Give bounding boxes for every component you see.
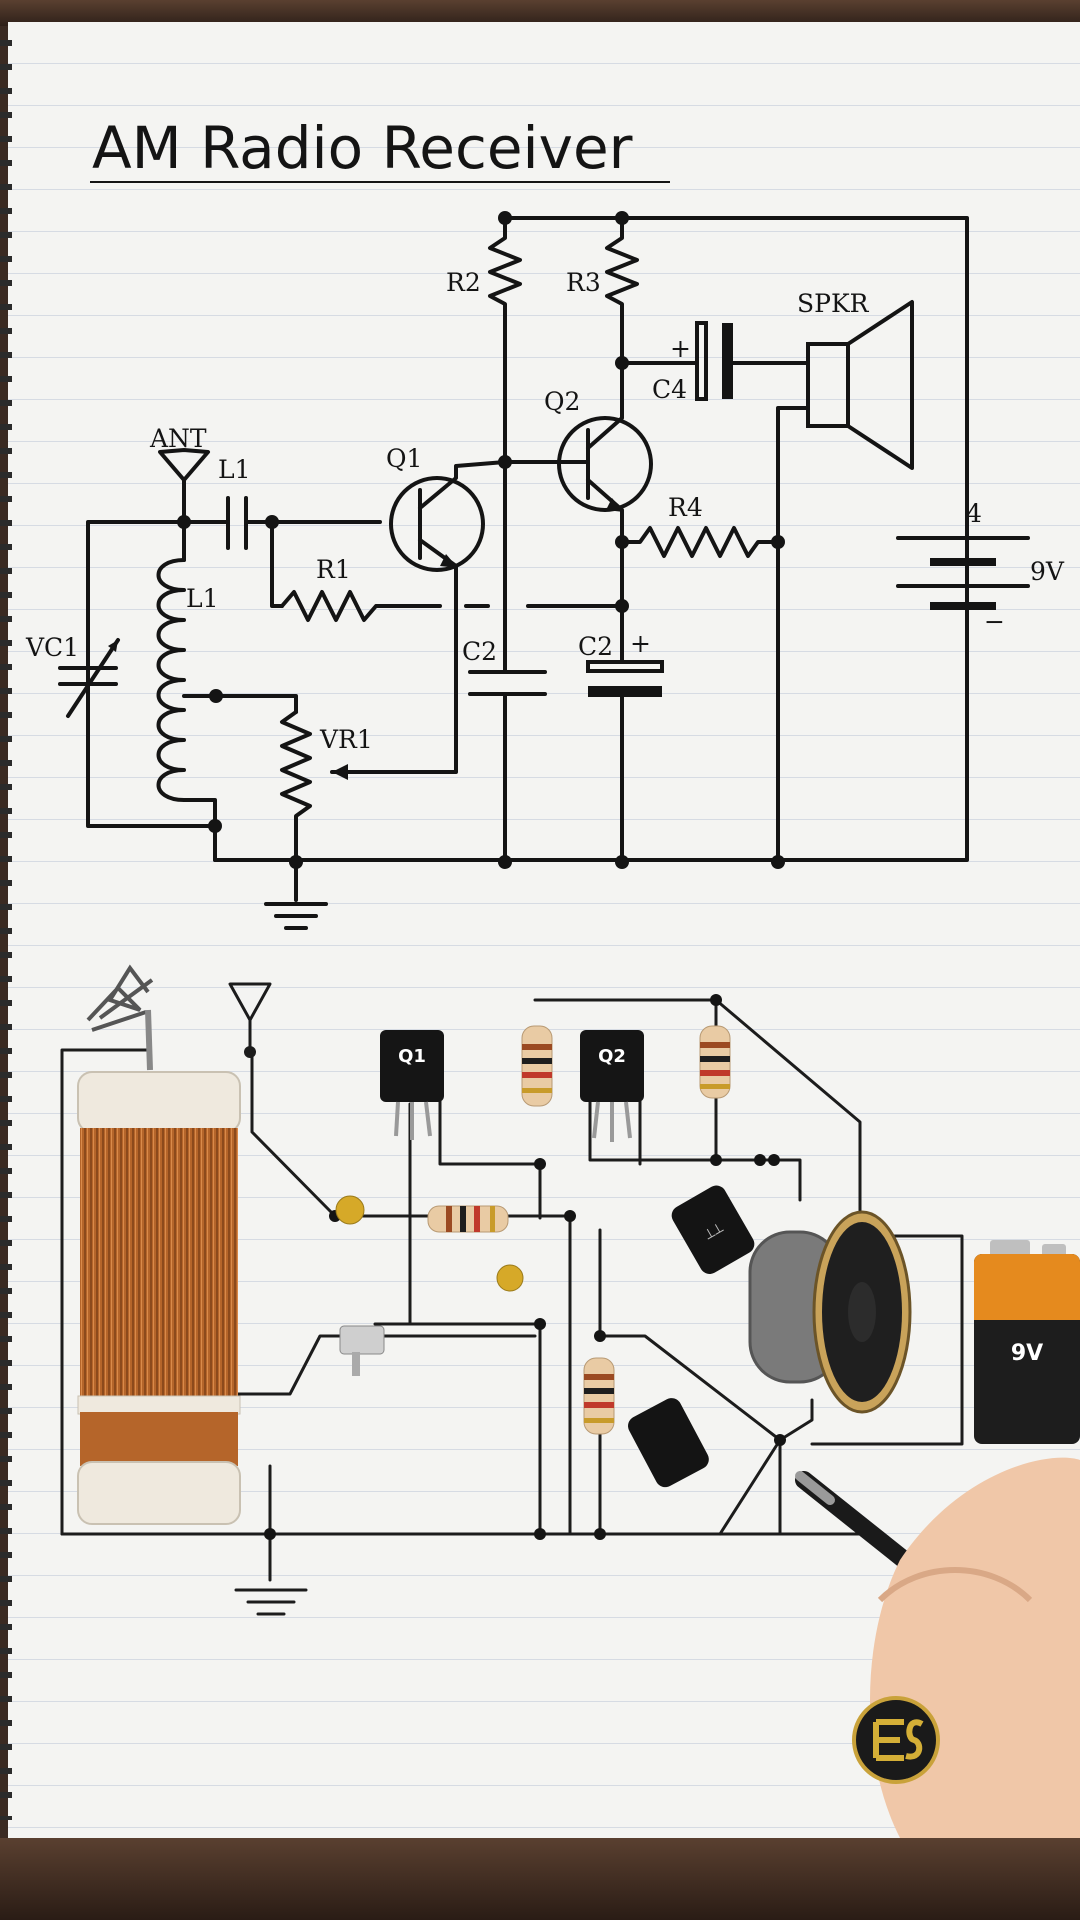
label-c4: C4 bbox=[652, 375, 687, 404]
wire-coil-bottom bbox=[182, 798, 217, 862]
bb-resistor-lower bbox=[583, 1357, 615, 1435]
resistor-r3 bbox=[605, 216, 639, 367]
hand-holding-pen bbox=[795, 1457, 1080, 1838]
bb-wire-coil-tap bbox=[236, 1334, 537, 1396]
label-c2-left: C2 bbox=[462, 637, 497, 666]
bb-wire-q1-emitter bbox=[373, 1102, 542, 1536]
label-battery-minus: − bbox=[984, 607, 1005, 636]
resistor-r4 bbox=[620, 526, 780, 558]
breadboard-illustration: Q1 Q2 ⟂⟂ bbox=[60, 964, 1080, 1616]
variable-capacitor-vc1 bbox=[58, 638, 120, 718]
label-c2-plus: + bbox=[630, 629, 651, 658]
label-r4: R4 bbox=[668, 493, 703, 522]
wire-speaker-to-ground bbox=[776, 406, 810, 864]
inductor-l1 bbox=[156, 558, 186, 802]
bb-label-q2: Q2 bbox=[598, 1046, 626, 1067]
engineers-secret-logo bbox=[852, 1696, 940, 1784]
label-q1: Q1 bbox=[386, 444, 422, 473]
label-vr1: VR1 bbox=[319, 725, 373, 754]
bb-wire-speaker bbox=[778, 1398, 814, 1442]
bb-wire-c2-ground bbox=[718, 1438, 782, 1536]
antenna-symbol bbox=[158, 448, 210, 524]
bb-battery-9v: 9V bbox=[974, 1240, 1080, 1444]
bb-resistor-top-left bbox=[521, 1025, 553, 1107]
label-vc1: VC1 bbox=[25, 633, 79, 662]
capacitor-c2-left bbox=[468, 670, 547, 696]
label-r1: R1 bbox=[316, 555, 351, 584]
label-q2: Q2 bbox=[544, 387, 580, 416]
bb-electrolytic-capacitor-1: ⟂⟂ bbox=[671, 1185, 755, 1274]
transistor-q2 bbox=[503, 363, 653, 544]
wood-frame-bottom bbox=[0, 1838, 1080, 1920]
transistor-q1 bbox=[389, 460, 507, 572]
page-title: AM Radio Receiver bbox=[92, 114, 633, 182]
wire-q1-emitter-to-vr1 bbox=[330, 564, 458, 774]
bb-antenna-wire-tangle bbox=[86, 964, 154, 1071]
bb-resistor-top-right bbox=[699, 1025, 731, 1099]
resistor-r1 bbox=[280, 590, 442, 622]
bb-wire-q1-collector bbox=[438, 1098, 602, 1220]
junction-dots bbox=[177, 211, 785, 869]
bb-speaker bbox=[748, 1210, 912, 1414]
notebook-paper bbox=[8, 22, 1080, 1838]
bb-transistor-q1: Q1 bbox=[380, 1030, 444, 1140]
label-battery-num: 4 bbox=[966, 499, 982, 528]
bb-wire-r4-node bbox=[598, 1228, 782, 1536]
bb-wire-q2-collector bbox=[588, 1098, 802, 1202]
bb-ferrite-coil bbox=[77, 1071, 241, 1525]
spiral-binding bbox=[0, 40, 12, 1820]
speaker-symbol bbox=[806, 300, 914, 470]
vr1-wiper-arrow bbox=[332, 764, 348, 780]
bb-antenna-symbol bbox=[228, 982, 272, 1058]
bb-ground-symbol bbox=[234, 1588, 308, 1616]
label-spkr: SPKR bbox=[797, 289, 870, 318]
bb-ceramic-capacitor-2 bbox=[496, 1264, 524, 1292]
battery-symbol bbox=[896, 536, 1030, 610]
wire-coil-tap-to-vr1 bbox=[182, 694, 298, 714]
bb-trimmer-pot bbox=[339, 1325, 385, 1376]
resistor-r2 bbox=[488, 216, 522, 464]
label-c2-right: C2 bbox=[578, 632, 613, 661]
schematic: R2 R3 + C4 SPKR bbox=[25, 211, 1065, 930]
capacitor-l1 bbox=[226, 496, 248, 550]
wood-frame-top bbox=[0, 0, 1080, 26]
wire-vc1-loop bbox=[86, 520, 217, 828]
bb-battery-label: 9V bbox=[1011, 1341, 1043, 1366]
bb-resistor-horizontal bbox=[427, 1205, 509, 1233]
bb-wire-top-rail bbox=[533, 998, 862, 1234]
label-r2: R2 bbox=[446, 268, 481, 297]
capacitor-c2-right bbox=[586, 660, 664, 697]
label-r3: R3 bbox=[566, 268, 601, 297]
label-battery-voltage: 9V bbox=[1030, 557, 1065, 586]
ground-symbol bbox=[264, 902, 328, 930]
bb-transistor-q2: Q2 bbox=[580, 1030, 644, 1142]
bb-label-q1: Q1 bbox=[398, 1046, 426, 1067]
bb-electrolytic-capacitor-2 bbox=[628, 1398, 709, 1488]
label-l1-cap: L1 bbox=[218, 455, 251, 484]
capacitor-c4 bbox=[695, 321, 733, 401]
potentiometer-vr1 bbox=[280, 710, 312, 864]
label-c4-plus: + bbox=[670, 334, 691, 363]
label-l1-coil: L1 bbox=[186, 584, 219, 613]
bb-wire-battery-to-speaker bbox=[810, 1234, 964, 1446]
bb-ceramic-capacitor-1 bbox=[335, 1195, 365, 1225]
wire-r1-left bbox=[270, 520, 284, 608]
label-ant: ANT bbox=[149, 424, 207, 453]
